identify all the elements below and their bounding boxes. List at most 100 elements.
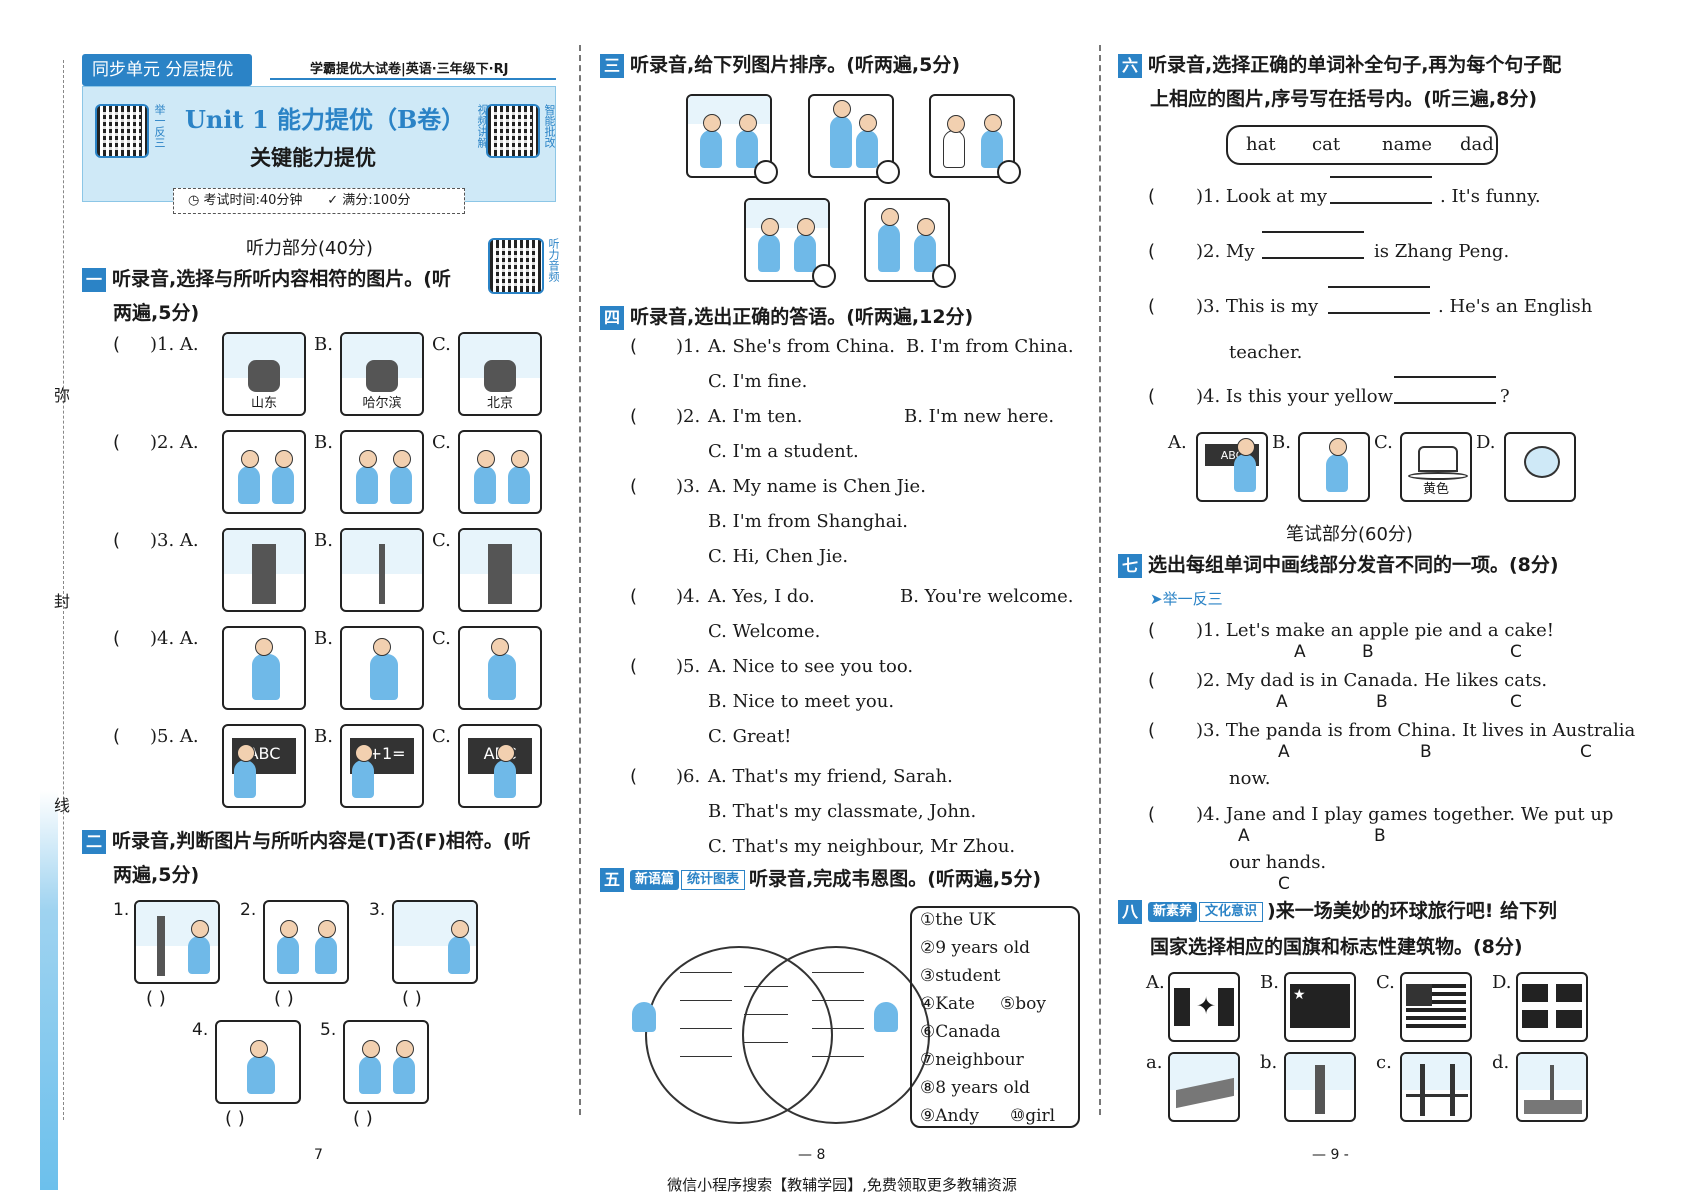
answer-paren[interactable]: ( [1148, 241, 1156, 262]
blank-line[interactable] [1394, 376, 1496, 378]
option: ⑤boy [1000, 994, 1046, 1014]
word: cat [1312, 134, 1341, 155]
option-label: b. [1260, 1052, 1278, 1073]
venn-blank[interactable] [744, 986, 788, 987]
option: ④Kate [920, 994, 975, 1014]
order-circle[interactable] [876, 160, 900, 184]
item-number: 1. [113, 900, 130, 920]
sentence: . He's an English [1438, 296, 1593, 317]
section-instruction: 听录音,选择正确的单词补全句子,再为每个句子配 [1148, 54, 1562, 76]
venn-blank[interactable] [744, 1042, 788, 1043]
venn-circle-right [742, 946, 930, 1124]
page-number: — 9 - [1312, 1147, 1349, 1163]
option-label: B. [1260, 972, 1279, 993]
venn-blank[interactable] [812, 972, 864, 973]
answer-paren[interactable]: ( ) [146, 988, 166, 1009]
section-instruction: 国家选择相应的国旗和标志性建筑物。(8分) [1150, 936, 1523, 958]
section-number: 二 [82, 829, 106, 854]
blank-line[interactable] [1262, 231, 1364, 233]
clock-icon: ◷ [188, 193, 200, 208]
option-label: C. [432, 726, 451, 747]
blank-line[interactable] [1394, 402, 1496, 404]
qr-code[interactable] [95, 104, 149, 158]
blank-line[interactable] [1330, 176, 1432, 178]
order-circle[interactable] [754, 160, 778, 184]
venn-blank[interactable] [680, 972, 732, 973]
option-label: D. [1476, 432, 1496, 453]
picture-classroom-desk [864, 198, 950, 282]
answer-paren[interactable]: ( ) [402, 988, 422, 1009]
venn-blank[interactable] [812, 1056, 864, 1057]
qr-code[interactable] [486, 104, 540, 158]
order-circle[interactable] [812, 264, 836, 288]
qr-code[interactable] [488, 238, 544, 294]
tip-link[interactable]: ➤举一反三 [1150, 590, 1223, 608]
blank-line[interactable] [1262, 257, 1364, 259]
answer-paren[interactable]: ( [1148, 620, 1156, 641]
item-number: )2. [676, 406, 701, 427]
answer-option-a: A. She's from China. [708, 336, 895, 357]
picture-option: 哈尔滨 [340, 332, 424, 416]
tag: 新素养 [1148, 901, 1198, 922]
item-number: )2. A. [150, 432, 199, 453]
sentence: )3. The panda is from China. It lives in… [1196, 720, 1636, 741]
sentence: )3. This is my [1196, 296, 1319, 317]
answer-paren[interactable]: ( [113, 530, 121, 551]
section-instruction: 两遍,5分) [113, 864, 200, 886]
option-mark: A [1238, 826, 1250, 846]
answer-paren[interactable]: ( [1148, 296, 1156, 317]
venn-blank[interactable] [812, 1028, 864, 1029]
venn-blank[interactable] [680, 1000, 732, 1001]
venn-blank[interactable] [680, 1028, 732, 1029]
blank-line[interactable] [1328, 312, 1430, 314]
venn-blank[interactable] [812, 1000, 864, 1001]
option-mark: A [1276, 692, 1288, 712]
answer-paren[interactable]: ( [113, 432, 121, 453]
answer-paren[interactable]: ( [1148, 720, 1156, 741]
landmark-cn-tower [1516, 1052, 1588, 1122]
picture-teacher-board: ABC [1196, 432, 1268, 502]
blank-line[interactable] [1330, 202, 1432, 204]
answer-paren[interactable]: ( [1148, 386, 1156, 407]
boy-figure [874, 1002, 898, 1032]
answer-paren[interactable]: ( ) [225, 1108, 245, 1129]
answer-option-c: C. Hi, Chen Jie. [708, 546, 849, 567]
venn-blank[interactable] [680, 1056, 732, 1057]
answer-paren[interactable]: ( [630, 406, 638, 427]
answer-paren[interactable]: ( [1148, 804, 1156, 825]
answer-paren[interactable]: ( [1148, 186, 1156, 207]
option-label: A. [1168, 432, 1187, 453]
answer-paren[interactable]: ( [113, 726, 121, 747]
answer-paren[interactable]: ( [630, 336, 638, 357]
sentence: our hands. [1229, 852, 1327, 873]
venn-blank[interactable] [744, 1014, 788, 1015]
order-circle[interactable] [997, 160, 1021, 184]
answer-paren[interactable]: ( [630, 656, 638, 677]
picture-mother-child [808, 94, 894, 178]
order-circle[interactable] [932, 264, 956, 288]
picture-option [458, 430, 542, 514]
flag-usa [1400, 972, 1472, 1042]
sentence: )2. My [1196, 241, 1255, 262]
answer-paren[interactable]: ( ) [274, 988, 294, 1009]
picture-girl-photo [215, 1020, 301, 1104]
item-number: 4. [192, 1020, 209, 1040]
answer-paren[interactable]: ( [113, 628, 121, 649]
option-label: B. [314, 530, 333, 551]
picture-bigben-girl [134, 900, 220, 984]
item-number: )3. [676, 476, 701, 497]
answer-paren[interactable]: ( [1148, 670, 1156, 691]
answer-paren[interactable]: ( [630, 586, 638, 607]
answer-paren[interactable]: ( ) [353, 1108, 373, 1129]
answer-paren[interactable]: ( [113, 334, 121, 355]
answer-paren[interactable]: ( [630, 766, 638, 787]
answer-paren[interactable]: ( [630, 476, 638, 497]
option-mark: B [1420, 742, 1432, 762]
word: name [1382, 134, 1433, 155]
blank-line[interactable] [1328, 286, 1430, 288]
picture-option: 北京 [458, 332, 542, 416]
check-icon: ✓ [327, 193, 339, 208]
sentence: now. [1229, 768, 1271, 789]
option-label: c. [1376, 1052, 1392, 1073]
word: hat [1246, 134, 1276, 155]
